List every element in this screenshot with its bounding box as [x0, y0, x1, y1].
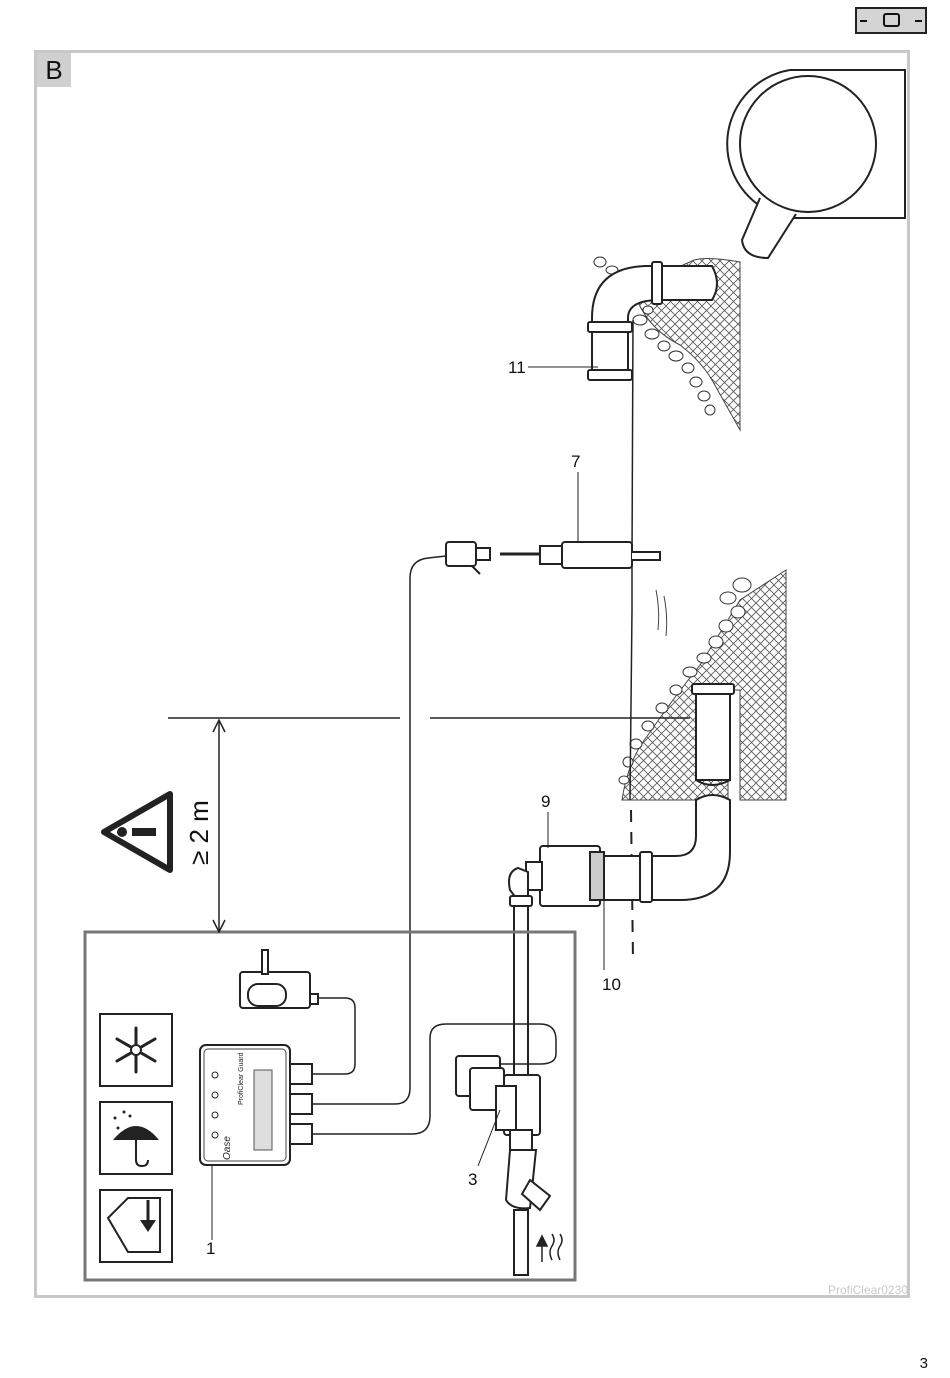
- section-tab: B: [37, 53, 71, 87]
- dash-right: [915, 20, 922, 22]
- distance-label: ≥ 2 m: [184, 800, 214, 865]
- figure-watermark: ProfiClear0230: [827, 1283, 908, 1297]
- level-sensor: [445, 541, 661, 575]
- dash-left: [860, 20, 867, 22]
- indoor-installation-icon: [99, 1189, 173, 1263]
- wall-plug-icon: [239, 949, 319, 1009]
- filter-detail: [726, 69, 906, 260]
- cables: [310, 555, 557, 1135]
- water-level-line: [629, 319, 634, 801]
- frost-protection-icon: [99, 1013, 173, 1087]
- indicator-rect: [883, 13, 900, 27]
- callout-3: 3: [468, 1170, 477, 1189]
- warning-icon: [101, 791, 173, 873]
- outlet-pipe: [587, 261, 718, 381]
- inlet-pipe: [603, 683, 735, 903]
- callout-9: 9: [541, 792, 550, 811]
- installation-box: [83, 930, 577, 1282]
- rain-protection-icon: [99, 1101, 173, 1175]
- solenoid-valve: [455, 1055, 517, 1131]
- page-frame: [34, 50, 910, 1298]
- control-unit: ProfiClear Guard Oase: [199, 1044, 313, 1166]
- callout-1: 1: [206, 1239, 215, 1258]
- page-number: 3: [919, 1355, 928, 1372]
- callout-11: 11: [508, 358, 526, 377]
- callout-10: 10: [602, 975, 621, 994]
- callout-lines: [211, 366, 605, 1240]
- device-indicator-icon: [855, 7, 927, 34]
- flow-direction-icon: [535, 1233, 563, 1262]
- pump-unit: [508, 845, 605, 907]
- callout-7: 7: [571, 452, 580, 471]
- device-brand-label: Oase: [222, 1136, 233, 1160]
- distance-indicator: [168, 717, 690, 934]
- device-product-label: ProfiClear Guard: [238, 1052, 245, 1105]
